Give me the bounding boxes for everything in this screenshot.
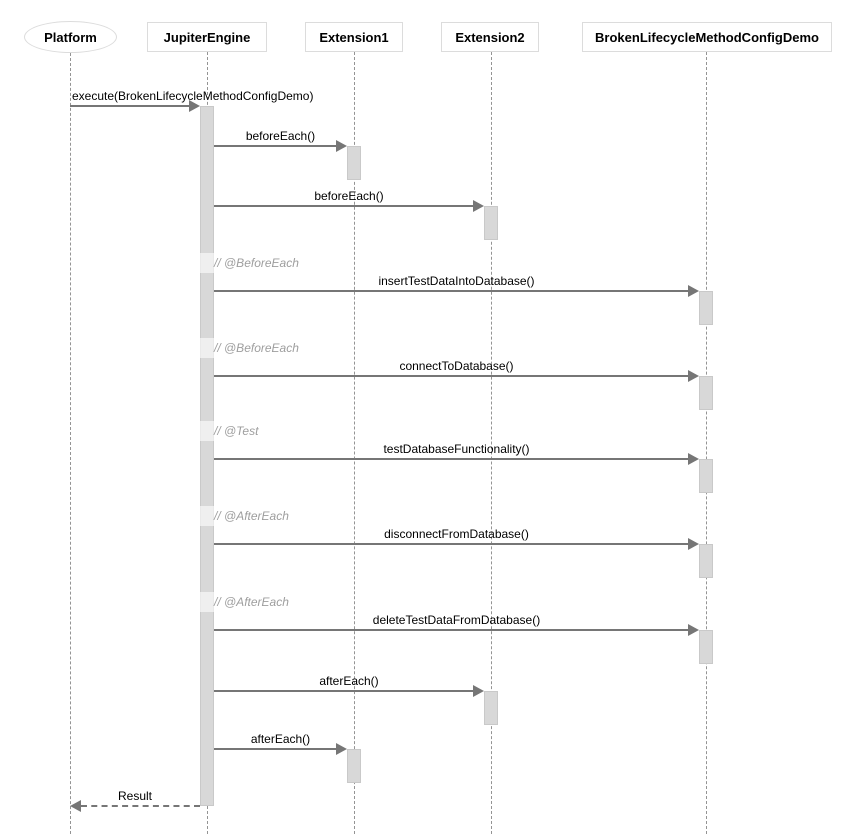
lifeline-extension2	[491, 52, 492, 834]
comment-before-each-2: // @BeforeEach	[196, 338, 299, 358]
message-arrow-result	[81, 805, 200, 807]
message-label-connect-db: connectToDatabase()	[399, 359, 514, 373]
arrowhead-execute	[189, 100, 200, 112]
activation-bar-extension1-1	[347, 146, 361, 180]
message-label-after-each-ext2: afterEach()	[319, 674, 379, 688]
message-arrow-insert-test-data	[214, 290, 690, 292]
activation-bar-extension1-2	[347, 749, 361, 783]
message-arrow-after-each-ext1	[214, 748, 338, 750]
participant-extension1: Extension1	[305, 22, 403, 52]
message-arrow-connect-db	[214, 375, 690, 377]
message-label-disconnect-db: disconnectFromDatabase()	[384, 527, 529, 541]
comment-before-each-1: // @BeforeEach	[196, 253, 299, 273]
participant-broken-lifecycle-method-config-demo: BrokenLifecycleMethodConfigDemo	[582, 22, 832, 52]
message-arrow-before-each-ext2	[214, 205, 475, 207]
activation-bar-jupiter-engine	[200, 106, 214, 806]
message-label-before-each-ext1: beforeEach()	[245, 129, 316, 143]
arrowhead-delete-test-data	[688, 624, 699, 636]
message-arrow-after-each-ext2	[214, 690, 475, 692]
activation-bar-extension2-2	[484, 691, 498, 725]
participant-broken-lifecycle-method-config-demo-label: BrokenLifecycleMethodConfigDemo	[595, 29, 819, 45]
message-label-insert-test-data: insertTestDataIntoDatabase()	[378, 274, 535, 288]
comment-after-each-2: // @AfterEach	[196, 592, 289, 612]
message-label-result: Result	[117, 789, 152, 803]
participant-jupiter-engine-label: JupiterEngine	[163, 29, 251, 45]
comment-after-each-1: // @AfterEach	[196, 506, 289, 526]
lifeline-extension1	[354, 52, 355, 834]
participant-extension2: Extension2	[441, 22, 539, 52]
message-label-execute: execute(BrokenLifecycleMethodConfigDemo)	[72, 89, 314, 103]
message-arrow-execute	[70, 105, 192, 107]
participant-extension2-label: Extension2	[455, 29, 525, 45]
lifeline-platform	[70, 53, 71, 834]
participant-jupiter-engine: JupiterEngine	[147, 22, 267, 52]
message-label-delete-test-data: deleteTestDataFromDatabase()	[372, 613, 541, 627]
lifeline-broken-lifecycle-method-config-demo	[706, 52, 707, 834]
participant-platform: Platform	[24, 21, 117, 53]
arrowhead-before-each-ext1	[336, 140, 347, 152]
participant-platform-label: Platform	[44, 29, 97, 45]
arrowhead-connect-db	[688, 370, 699, 382]
arrowhead-insert-test-data	[688, 285, 699, 297]
message-arrow-before-each-ext1	[214, 145, 338, 147]
arrowhead-result	[70, 800, 81, 812]
message-arrow-disconnect-db	[214, 543, 690, 545]
activation-bar-demo-3	[699, 459, 713, 493]
message-label-test-db: testDatabaseFunctionality()	[383, 442, 530, 456]
comment-test: // @Test	[196, 421, 259, 441]
message-arrow-delete-test-data	[214, 629, 690, 631]
message-arrow-test-db	[214, 458, 690, 460]
arrowhead-after-each-ext1	[336, 743, 347, 755]
message-label-before-each-ext2: beforeEach()	[314, 189, 384, 203]
arrowhead-before-each-ext2	[473, 200, 484, 212]
message-label-after-each-ext1: afterEach()	[250, 732, 311, 746]
activation-bar-demo-5	[699, 630, 713, 664]
participant-extension1-label: Extension1	[319, 29, 389, 45]
activation-bar-demo-1	[699, 291, 713, 325]
arrowhead-disconnect-db	[688, 538, 699, 550]
activation-bar-extension2-1	[484, 206, 498, 240]
arrowhead-test-db	[688, 453, 699, 465]
arrowhead-after-each-ext2	[473, 685, 484, 697]
activation-bar-demo-4	[699, 544, 713, 578]
activation-bar-demo-2	[699, 376, 713, 410]
